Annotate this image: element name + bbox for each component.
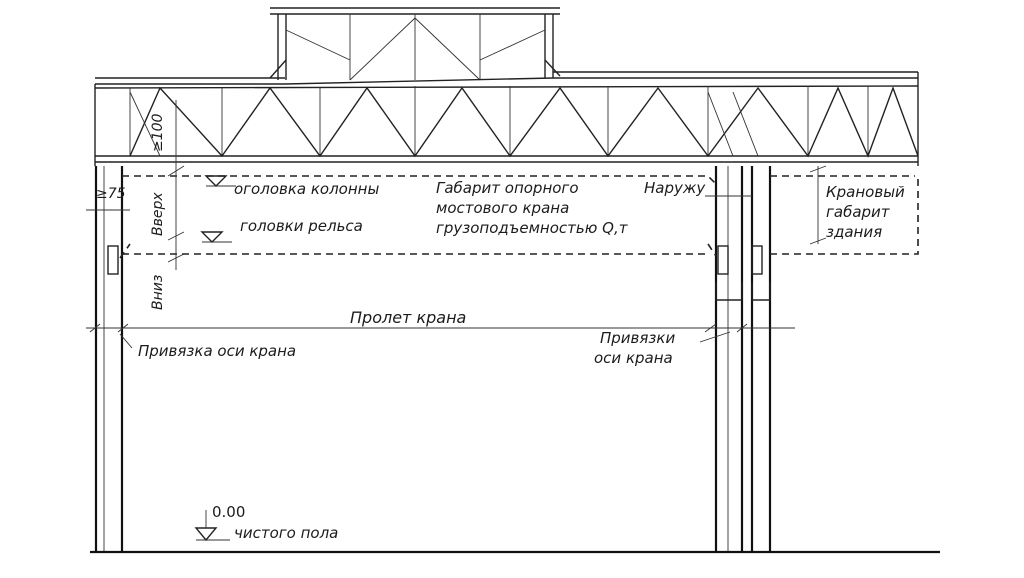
column-top-label: оголовка колонны xyxy=(234,180,380,198)
crane-clearance-label-3: грузоподъемностью Q,т xyxy=(436,219,628,237)
crane-clearance-label-2: мостового крана xyxy=(436,199,570,217)
clean-floor-label: чистого пола xyxy=(234,524,339,542)
roof-top-chord xyxy=(94,71,919,89)
crane-clearance-envelope xyxy=(119,175,919,259)
axis-binding-right-label-2: оси крана xyxy=(594,349,673,367)
truss-bottom-chord xyxy=(94,72,919,166)
level-markers xyxy=(194,175,236,542)
roof-lantern xyxy=(269,7,561,81)
crane-span-label: Пролет крана xyxy=(350,308,467,327)
building-clearance-label-3: здания xyxy=(826,223,883,241)
columns xyxy=(94,166,772,552)
truss-web xyxy=(129,85,919,158)
min-100-label: ≥100 xyxy=(150,113,166,152)
axis-binding-left-label: Привязка оси крана xyxy=(138,342,297,360)
dimension-lines xyxy=(86,100,827,349)
down-label: Вниз xyxy=(150,274,166,310)
min-75-label: ≥75 xyxy=(96,186,126,202)
building-clearance-label-1: Крановый xyxy=(826,183,905,201)
outward-label: Наружу xyxy=(644,179,706,197)
building-clearance-label-2: габарит xyxy=(826,203,890,221)
axis-binding-right-label-1: Привязки xyxy=(600,329,676,347)
crane-clearance-label-1: Габарит опорного xyxy=(436,179,579,197)
up-label: Вверх xyxy=(150,192,166,236)
rail-head-label: головки рельса xyxy=(240,217,363,235)
floor-level-label: 0.00 xyxy=(212,503,246,521)
